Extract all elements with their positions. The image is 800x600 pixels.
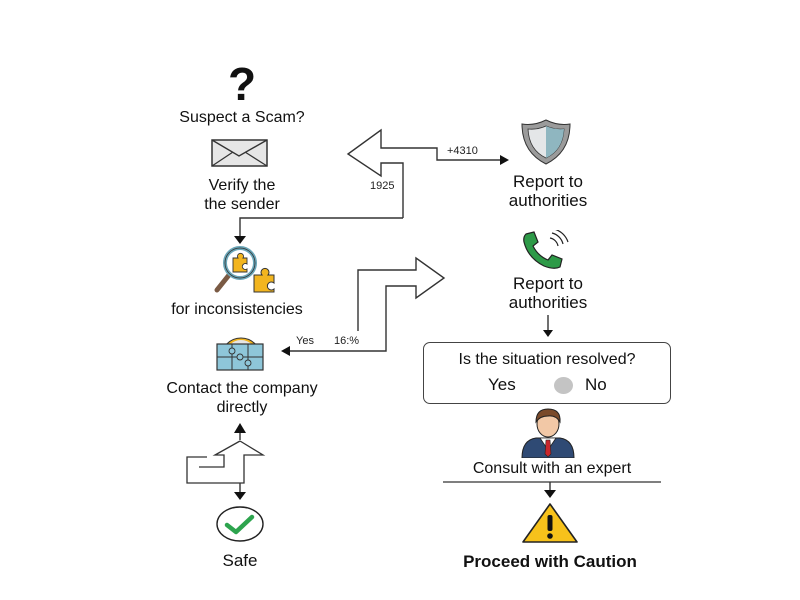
shield-icon (521, 119, 571, 165)
step-inconsistencies: for inconsistencies (171, 301, 303, 318)
step-report-authorities-1: Report to authorities (508, 172, 588, 210)
arrowhead-down-inconsistencies (234, 236, 246, 244)
arrowhead-down-caution (544, 490, 556, 498)
question-mark-icon: ? (227, 58, 257, 110)
label-1925: 1925 (370, 180, 395, 192)
option-yes[interactable]: Yes (488, 375, 516, 394)
businessman-icon (521, 408, 575, 458)
step-consult-expert: Consult with an expert (472, 460, 632, 477)
step-verify-sender: Verify the the sender (204, 177, 280, 213)
check-circle-icon (216, 506, 264, 542)
magnifier-puzzle-icon (214, 246, 275, 293)
radio-button[interactable] (554, 377, 573, 394)
phone-icon (523, 230, 569, 269)
step-proceed-caution: Proceed with Caution (463, 552, 637, 571)
puzzle-icon (216, 337, 264, 371)
step-safe: Safe (222, 551, 258, 570)
verify-to-inconsistencies-line (239, 217, 403, 236)
label-plus-4310: +4310 (447, 145, 478, 157)
squiggle-connector (186, 423, 266, 500)
envelope-icon (211, 139, 268, 167)
resolved-question-box: Is the situation resolved? Yes No (423, 342, 671, 404)
question-text: Is the situation resolved? (458, 351, 636, 368)
arrowhead-to-contact (281, 346, 290, 356)
label-yes: Yes (296, 335, 314, 347)
option-no[interactable]: No (585, 375, 607, 394)
arrowhead-down-question (543, 330, 553, 337)
title: Suspect a Scam? (179, 109, 305, 126)
step-report-authorities-2: Report to authorities (508, 274, 588, 312)
label-percent: 16:% (334, 335, 360, 347)
warning-icon (522, 503, 578, 543)
arrowhead-to-report (500, 155, 509, 165)
step-contact-company: Contact the company directly (166, 380, 318, 416)
